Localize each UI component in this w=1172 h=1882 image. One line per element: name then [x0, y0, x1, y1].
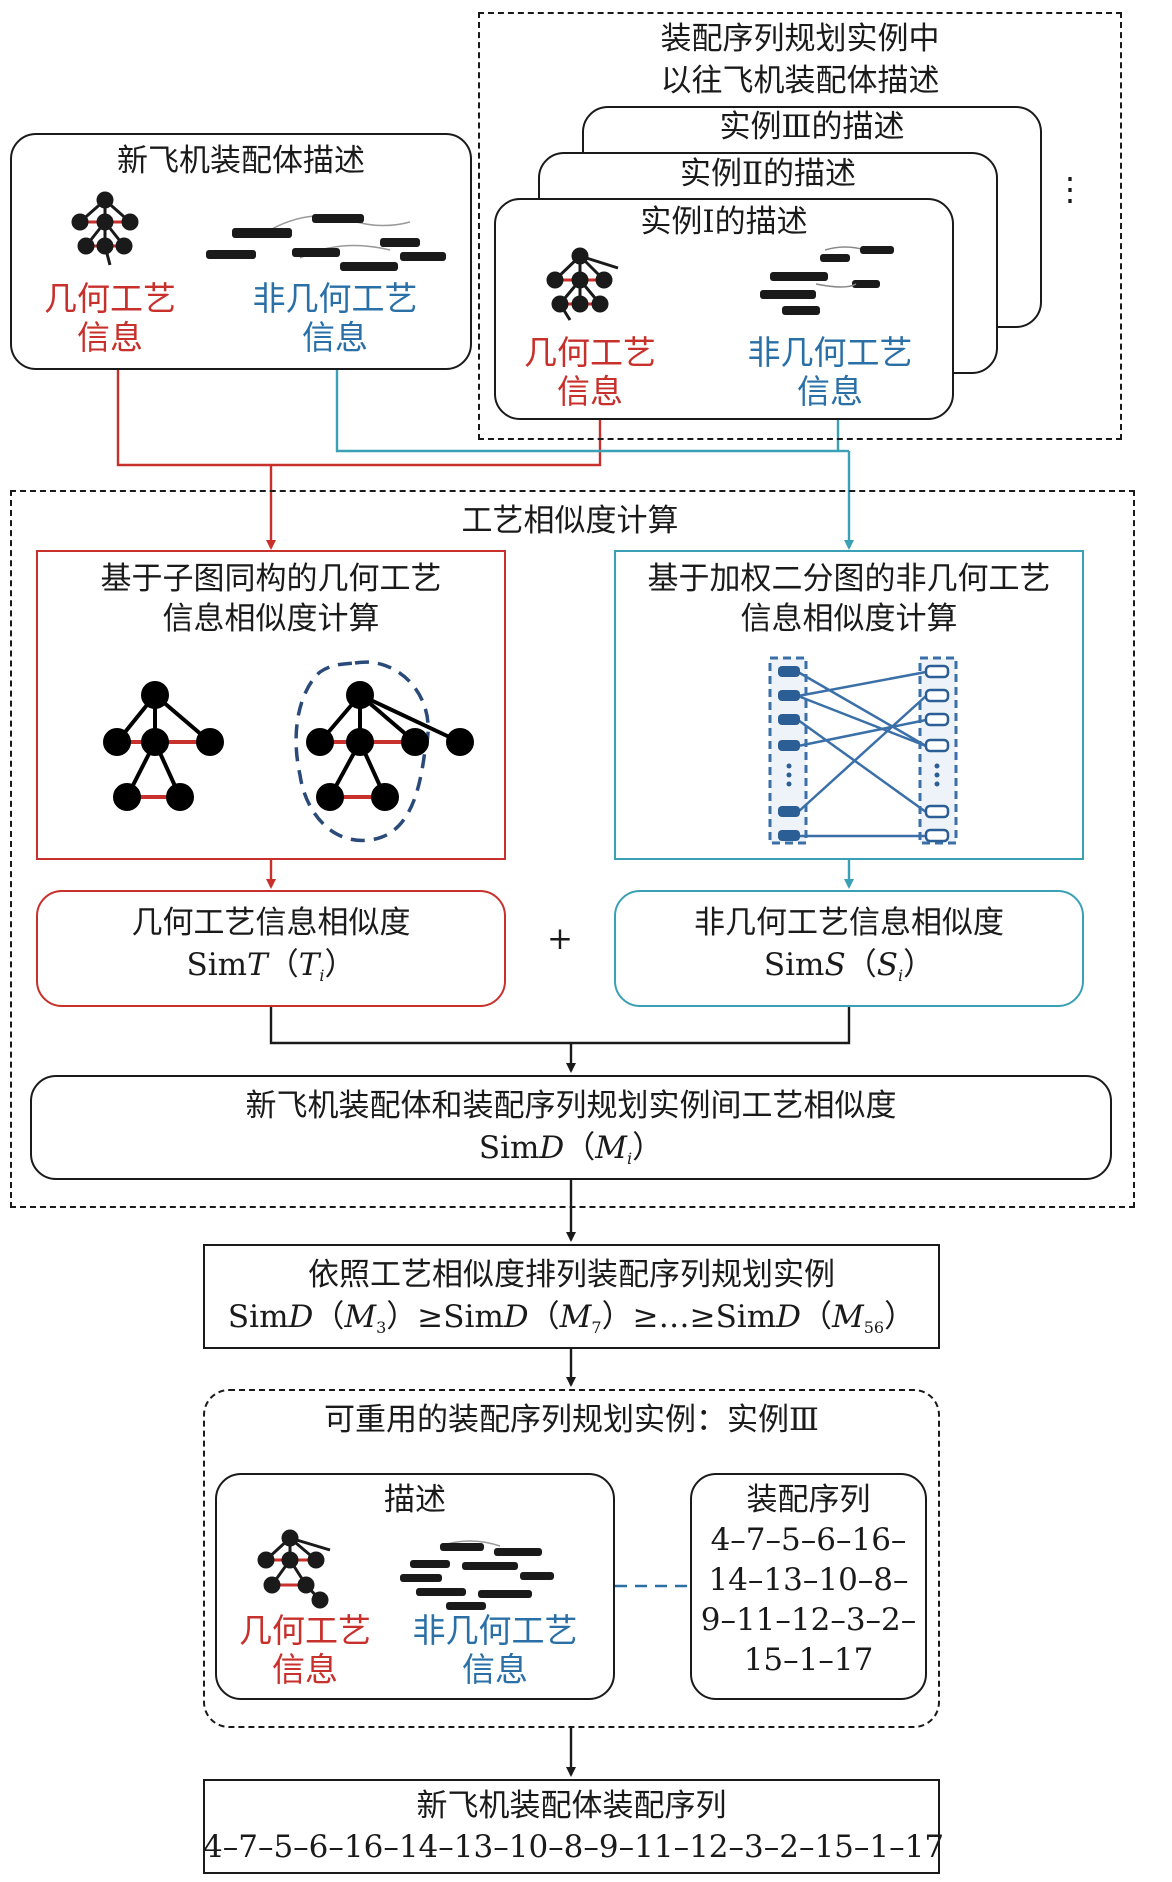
- ranking-box: [203, 1244, 940, 1349]
- case-geo-label-line1: 几何工艺: [524, 333, 656, 372]
- reusable-description-title: 描述: [384, 1482, 446, 1518]
- isomorphism-outline: [294, 660, 430, 843]
- geo-similarity-title: 几何工艺信息相似度: [131, 905, 411, 941]
- nongeo-method-line1: 基于加权二分图的非几何工艺: [647, 561, 1051, 597]
- assembly-sequence-card: [690, 1473, 927, 1700]
- geometric-tree-icon: [71, 191, 139, 266]
- total-similarity-box: [30, 1075, 1112, 1180]
- result-sequence: 4–7–5–6–16–14–13–10–8–9–11–12–3–2–15–1–1…: [203, 1829, 945, 1865]
- nongeo-similarity-box: [614, 890, 1084, 1007]
- non-geometric-bar-icon: [760, 246, 894, 315]
- reusable-geo-label-line2: 信息: [272, 1650, 338, 1689]
- nongeo-method-box: [614, 550, 1084, 860]
- sequence-line2: 14–13–10–8–: [708, 1562, 909, 1598]
- total-similarity-symbol: SimD（Mi）: [478, 1130, 664, 1168]
- nongeo-similarity-symbol: SimS（Si）: [763, 947, 935, 985]
- similarity-calc-title: 工艺相似度计算: [370, 502, 770, 540]
- similarity-calc-panel: [10, 490, 1135, 1208]
- sequence-line1: 4–7–5–6–16–: [710, 1522, 907, 1558]
- non-geometric-bar-icon: [400, 1540, 554, 1610]
- reusable-case-title: 可重用的装配序列规划实例：实例Ⅲ: [324, 1402, 819, 1438]
- reusable-nongeo-label-line1: 非几何工艺: [412, 1611, 578, 1650]
- library-title-line1: 装配序列规划实例中: [660, 21, 940, 57]
- library-title-line2: 以往飞机装配体描述: [660, 63, 940, 99]
- case-card-1: [494, 198, 954, 420]
- reusable-nongeo-label-line2: 信息: [462, 1650, 528, 1689]
- nongeo-connector: [335, 370, 840, 453]
- geo-similarity-symbol: SimT（Ti）: [186, 947, 356, 985]
- new-nongeo-label-line2: 信息: [302, 318, 368, 357]
- case-library-panel: [478, 12, 1122, 440]
- sequence-line3: 9–11–12–3–2–: [700, 1602, 917, 1638]
- nongeo-method-line2: 信息相似度计算: [740, 601, 958, 637]
- nongeo-similarity-title: 非几何工艺信息相似度: [694, 905, 1004, 941]
- geo-method-box: [36, 550, 506, 860]
- geo-method-line1: 基于子图同构的几何工艺: [100, 561, 442, 597]
- total-similarity-title: 新飞机装配体和装配序列规划实例间工艺相似度: [245, 1088, 897, 1124]
- result-box: [203, 1779, 940, 1874]
- geometric-tree-icon: [546, 247, 619, 321]
- sequence-title: 装配序列: [746, 1482, 871, 1518]
- case-nongeo-label-line2: 信息: [797, 372, 863, 411]
- geo-connector: [116, 370, 602, 467]
- case-card-1-title: 实例Ⅰ的描述: [640, 204, 808, 240]
- case-card-2-title: 实例Ⅱ的描述: [679, 156, 857, 192]
- ellipsis: ⋮: [1054, 170, 1086, 208]
- new-nongeo-label-line1: 非几何工艺: [252, 279, 418, 318]
- new-assembly-title: 新飞机装配体描述: [117, 143, 365, 179]
- non-geometric-bar-icon: [206, 214, 446, 271]
- new-geo-label-line2: 信息: [77, 318, 143, 357]
- plus-sign: +: [547, 921, 573, 957]
- case-card-3-title: 实例Ⅲ的描述: [719, 109, 905, 145]
- geo-method-line2: 信息相似度计算: [162, 601, 380, 637]
- new-geo-label-line1: 几何工艺: [44, 279, 176, 318]
- geo-similarity-box: [36, 890, 506, 1007]
- case-geo-label-line2: 信息: [557, 372, 623, 411]
- reusable-case-panel: [203, 1389, 940, 1728]
- result-title: 新飞机装配体装配序列: [416, 1788, 727, 1824]
- ranking-title: 依照工艺相似度排列装配序列规划实例: [308, 1257, 835, 1293]
- sequence-line4: 15–1–17: [743, 1642, 874, 1678]
- reusable-geo-label-line1: 几何工艺: [239, 1611, 371, 1650]
- merge-connector: [269, 1007, 851, 1045]
- case-nongeo-label-line1: 非几何工艺: [747, 333, 913, 372]
- ranking-formula: SimD（M3）≥SimD（M7）≥…≥SimD（M56）: [227, 1299, 916, 1337]
- geometric-tree-icon: [257, 1529, 331, 1609]
